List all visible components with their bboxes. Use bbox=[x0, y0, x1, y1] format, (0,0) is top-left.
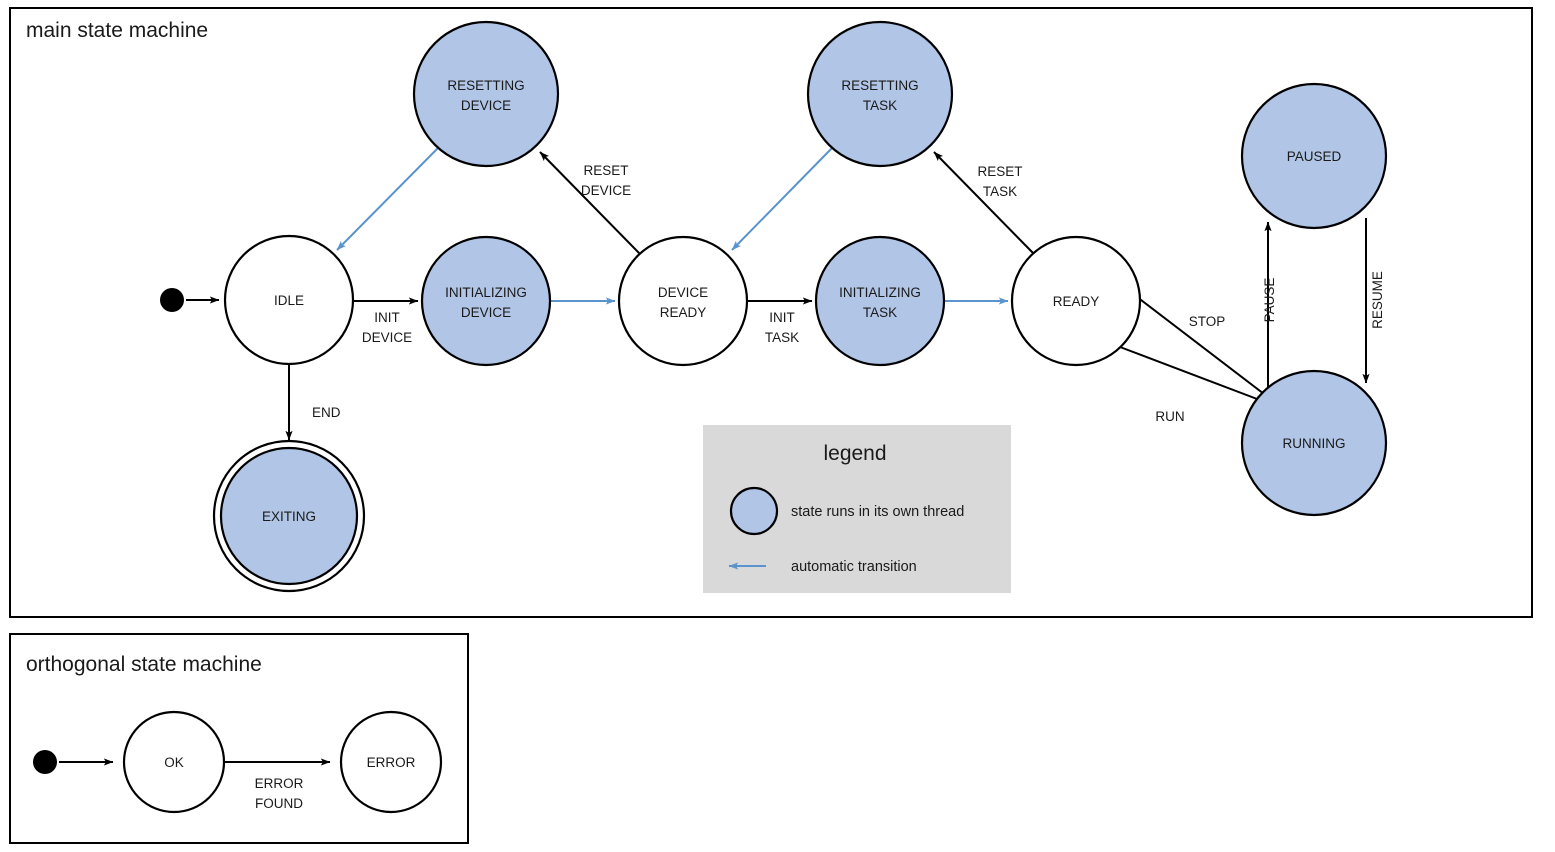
state-resetting-device-circle[interactable] bbox=[412, 20, 560, 168]
orthogonal-state-machine-frame: orthogonal state machine OK ERROR ERROR … bbox=[9, 633, 469, 844]
state-running-circle[interactable] bbox=[1240, 369, 1388, 517]
state-node-exiting[interactable]: EXITING bbox=[212, 439, 366, 593]
edge-label-resume: RESUME bbox=[1370, 271, 1385, 329]
orthogonal-frame-title: orthogonal state machine bbox=[26, 653, 262, 676]
state-initializing-task-label-line1: INITIALIZING bbox=[839, 285, 921, 300]
edge-label-error-found-line1: ERROR bbox=[255, 776, 304, 791]
transition-resetting-device-to-idle bbox=[336, 147, 439, 251]
orthogonal-initial-dot bbox=[33, 750, 57, 774]
state-node-resetting-device[interactable]: RESETTING DEVICE bbox=[412, 20, 560, 168]
state-resetting-device-label-line1: RESETTING bbox=[447, 78, 524, 93]
edge-label-reset-device-line1: RESET bbox=[583, 163, 628, 178]
transition-device-ready-to-resetting-device bbox=[539, 151, 641, 255]
edge-label-init-device-line1: INIT bbox=[374, 310, 400, 325]
main-states-layer: IDLE RESETTING DEVICE INITIALIZING DEVIC… bbox=[160, 20, 1388, 593]
edge-label-init-task-line2: TASK bbox=[765, 330, 799, 345]
state-running-label: RUNNING bbox=[1283, 436, 1346, 451]
state-device-ready-circle[interactable] bbox=[617, 235, 749, 367]
state-error-circle[interactable] bbox=[339, 710, 443, 814]
state-initializing-device-label-line1: INITIALIZING bbox=[445, 285, 527, 300]
edge-label-run: RUN bbox=[1155, 409, 1184, 424]
state-error-label: ERROR bbox=[367, 755, 416, 770]
state-device-ready-label-line1: DEVICE bbox=[658, 285, 708, 300]
state-initializing-device-label-line2: DEVICE bbox=[461, 305, 511, 320]
edge-label-stop: STOP bbox=[1189, 314, 1226, 329]
transition-resetting-task-to-device-ready bbox=[731, 147, 833, 251]
edge-label-reset-device-line2: DEVICE bbox=[581, 183, 631, 198]
edge-label-pause: PAUSE bbox=[1262, 278, 1277, 323]
state-resetting-task-circle[interactable] bbox=[806, 20, 954, 168]
legend-title: legend bbox=[823, 442, 886, 465]
main-transitions-layer bbox=[186, 147, 1370, 441]
edge-label-init-device-line2: DEVICE bbox=[362, 330, 412, 345]
state-idle-label: IDLE bbox=[274, 293, 304, 308]
main-edge-labels-layer: INIT DEVICE RESET DEVICE INIT TASK RESET… bbox=[312, 163, 1385, 424]
edge-label-end: END bbox=[312, 405, 341, 420]
edge-label-error-found-line2: FOUND bbox=[255, 796, 303, 811]
state-node-initializing-device[interactable]: INITIALIZING DEVICE bbox=[420, 235, 552, 367]
legend-thread-state-swatch-icon bbox=[729, 486, 779, 536]
state-ok-label: OK bbox=[164, 755, 184, 770]
state-exiting-label: EXITING bbox=[262, 509, 316, 524]
edge-label-reset-task-line1: RESET bbox=[977, 164, 1022, 179]
state-resetting-task-label-line1: RESETTING bbox=[841, 78, 918, 93]
state-idle-circle[interactable] bbox=[223, 234, 355, 366]
edge-label-init-task-line1: INIT bbox=[769, 310, 795, 325]
state-node-running[interactable]: RUNNING bbox=[1240, 369, 1388, 517]
state-node-initializing-task[interactable]: INITIALIZING TASK bbox=[814, 235, 946, 367]
state-resetting-device-label-line2: DEVICE bbox=[461, 98, 511, 113]
edge-label-reset-task-line2: TASK bbox=[983, 184, 1017, 199]
transition-running-to-ready bbox=[1127, 289, 1265, 395]
state-initializing-task-circle[interactable] bbox=[814, 235, 946, 367]
state-exiting-circle[interactable] bbox=[219, 446, 359, 586]
legend: legend state runs in its own thread auto… bbox=[703, 425, 1011, 593]
legend-thread-state-text: state runs in its own thread bbox=[791, 504, 964, 520]
state-node-resetting-task[interactable]: RESETTING TASK bbox=[806, 20, 954, 168]
state-ready-circle[interactable] bbox=[1010, 235, 1142, 367]
state-paused-circle[interactable] bbox=[1240, 82, 1388, 230]
state-node-ready[interactable]: READY bbox=[1010, 235, 1142, 367]
state-node-ok[interactable]: OK bbox=[122, 710, 226, 814]
state-initializing-device-circle[interactable] bbox=[420, 235, 552, 367]
transition-ready-to-running bbox=[1119, 346, 1266, 403]
state-node-paused[interactable]: PAUSED bbox=[1240, 82, 1388, 230]
main-frame-title: main state machine bbox=[26, 19, 208, 42]
state-device-ready-label-line2: READY bbox=[660, 305, 707, 320]
state-node-idle[interactable]: IDLE bbox=[223, 234, 355, 366]
state-resetting-task-label-line2: TASK bbox=[863, 98, 897, 113]
state-initializing-task-label-line2: TASK bbox=[863, 305, 897, 320]
legend-auto-arrow-text: automatic transition bbox=[791, 559, 917, 575]
state-ready-label: READY bbox=[1053, 294, 1100, 309]
state-ok-circle[interactable] bbox=[122, 710, 226, 814]
state-node-error[interactable]: ERROR bbox=[339, 710, 443, 814]
transition-ready-to-resetting-task bbox=[933, 151, 1035, 255]
state-paused-label: PAUSED bbox=[1287, 149, 1342, 164]
main-initial-dot bbox=[160, 288, 184, 312]
state-node-device-ready[interactable]: DEVICE READY bbox=[617, 235, 749, 367]
